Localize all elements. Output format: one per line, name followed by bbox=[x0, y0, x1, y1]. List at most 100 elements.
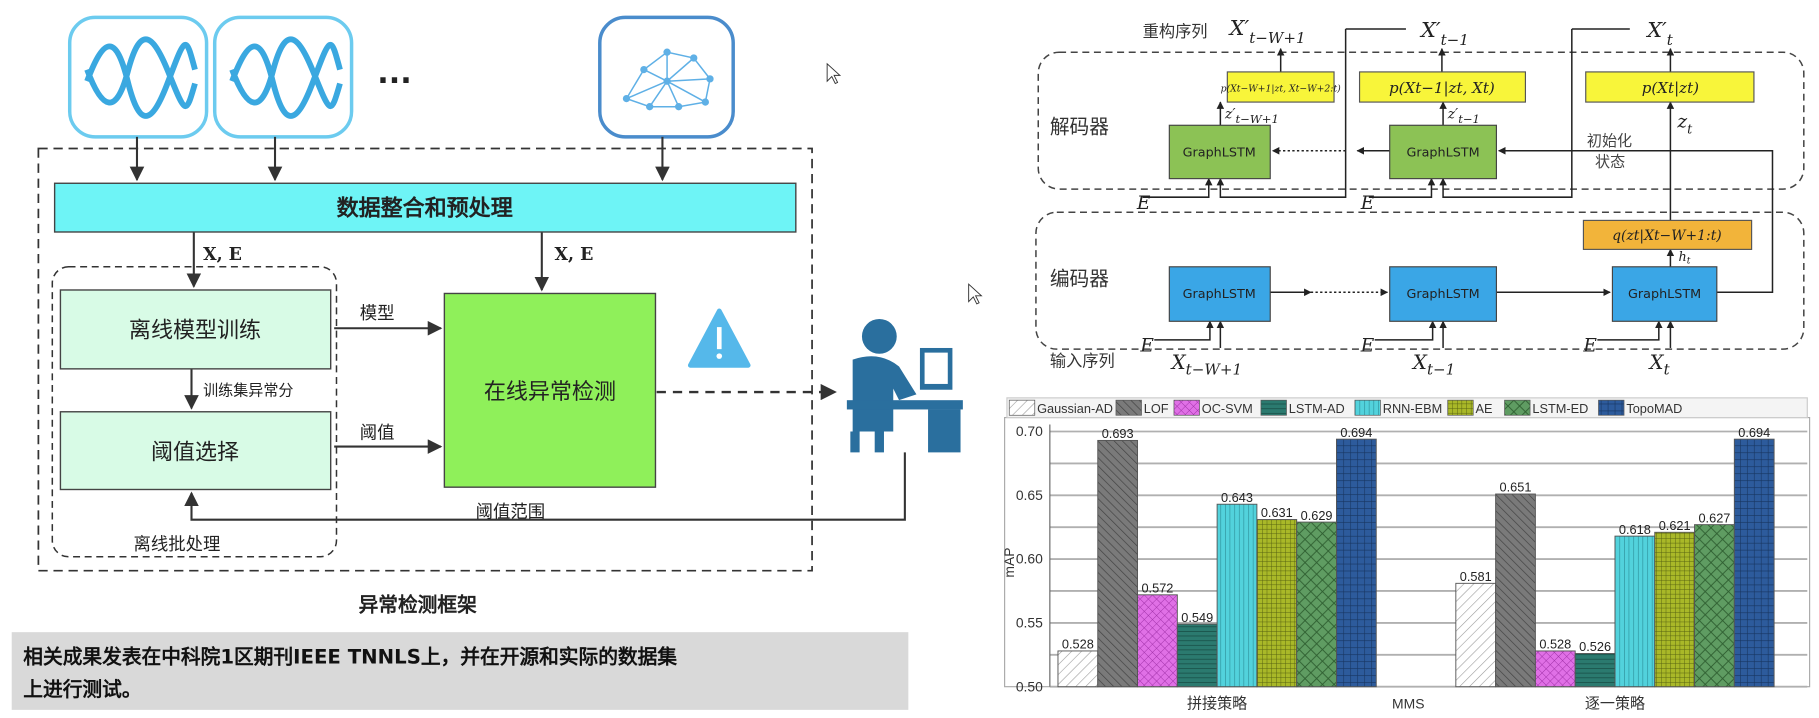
note-line-1: 相关成果发表在中科院1区期刊IEEE TNNLS上，并在开源和实际的数据集 bbox=[23, 645, 677, 668]
decoder-prob-box-3 bbox=[1585, 71, 1755, 103]
init-state-label-2: 状态 bbox=[1595, 153, 1625, 171]
legend-swatch bbox=[1173, 399, 1200, 416]
model-label: 模型 bbox=[360, 304, 395, 324]
bar-value-label: 0.549 bbox=[1181, 610, 1213, 625]
y-tick-label: 0.60 bbox=[1016, 551, 1043, 567]
x-tick-label: 拼接策略 bbox=[1187, 696, 1247, 713]
online-detection-label: 在线异常检测 bbox=[484, 380, 616, 405]
decoder-graphlstm-1: GraphLSTM bbox=[1168, 124, 1271, 180]
bar-oc-svm bbox=[1137, 594, 1178, 688]
decoder-prob-3: p(Xt|zt) bbox=[1642, 79, 1699, 97]
decoder-prob-box-2 bbox=[1358, 71, 1527, 103]
data-source-wave-1 bbox=[67, 15, 209, 139]
legend-label: LSTM-AD bbox=[1289, 401, 1345, 416]
bar-gaussian-ad bbox=[1057, 650, 1099, 688]
offline-training-label: 离线模型训练 bbox=[129, 319, 261, 344]
bar-value-label: 0.627 bbox=[1698, 510, 1730, 525]
offline-dashed-border bbox=[51, 266, 338, 558]
legend-swatch bbox=[1008, 399, 1036, 416]
bar-value-label: 0.629 bbox=[1301, 508, 1333, 523]
bar-value-label: 0.581 bbox=[1460, 569, 1492, 584]
preprocess-box bbox=[53, 182, 797, 233]
operator-icon bbox=[846, 318, 963, 453]
encoder-graphlstm-1: GraphLSTM bbox=[1168, 266, 1271, 322]
z-prime-1: z′t−W+1 bbox=[1224, 106, 1279, 126]
decoder-prob-box-1 bbox=[1226, 71, 1335, 103]
y-axis-label: mAP bbox=[1001, 547, 1017, 577]
waveform-icon bbox=[229, 36, 343, 119]
xe-label-left: X, E bbox=[203, 245, 242, 265]
bar-topomad bbox=[1733, 438, 1775, 688]
y-tick-label: 0.55 bbox=[1016, 615, 1043, 631]
svg-text:GraphLSTM: GraphLSTM bbox=[1183, 146, 1256, 161]
bar-rnn-ebm bbox=[1216, 503, 1258, 688]
z-t: zt bbox=[1676, 112, 1693, 138]
svg-text:GraphLSTM: GraphLSTM bbox=[1407, 287, 1480, 302]
data-source-network bbox=[598, 15, 735, 139]
offline-training-box bbox=[59, 289, 332, 370]
legend-swatch bbox=[1598, 399, 1625, 416]
legend-swatch bbox=[1504, 399, 1531, 416]
legend-label: TopoMAD bbox=[1626, 401, 1682, 416]
legend-label: AE bbox=[1476, 401, 1493, 416]
bar-value-label: 0.694 bbox=[1340, 425, 1372, 440]
output-x-2: X′t−1 bbox=[1419, 18, 1469, 49]
decoder-prob-1: p(Xt−W+1|zt, Xt−W+2:t) bbox=[1221, 84, 1342, 95]
bar-rnn-ebm bbox=[1614, 535, 1656, 688]
legend-swatch bbox=[1115, 399, 1142, 416]
init-state-label-1: 初始化 bbox=[1587, 132, 1632, 150]
feedback-line bbox=[184, 452, 906, 521]
legend-swatch bbox=[1354, 399, 1381, 416]
encoder-label: 编码器 bbox=[1050, 267, 1109, 290]
bar-lstm-ed bbox=[1296, 521, 1337, 688]
x-axis-label: MMS bbox=[1392, 696, 1424, 712]
encoder-q: q(zt|Xt−W+1:t) bbox=[1612, 228, 1722, 244]
legend-label: Gaussian-AD bbox=[1037, 401, 1113, 416]
mouse-cursor-icon bbox=[968, 283, 983, 305]
encoder-q-box bbox=[1582, 219, 1753, 250]
bar-lstm-ad bbox=[1574, 653, 1616, 688]
decoder-dashed-border bbox=[1037, 51, 1805, 190]
preprocess-label: 数据整合和预处理 bbox=[337, 196, 513, 222]
y-tick-label: 0.70 bbox=[1016, 423, 1043, 439]
threshold-select-label: 阈值选择 bbox=[151, 440, 239, 465]
bar-lstm-ad bbox=[1176, 623, 1218, 688]
bar-lstm-ed bbox=[1694, 524, 1735, 688]
waveform-icon bbox=[84, 36, 198, 119]
framework-title: 异常检测框架 bbox=[359, 593, 478, 616]
bar-value-label: 0.631 bbox=[1261, 505, 1293, 520]
encoder-graphlstm-2: GraphLSTM bbox=[1389, 266, 1498, 322]
offline-batch-label: 离线批处理 bbox=[134, 535, 221, 555]
bar-gaussian-ad bbox=[1455, 582, 1497, 688]
input-x-2: Xt−1 bbox=[1411, 351, 1455, 379]
sources-ellipsis: ··· bbox=[377, 63, 411, 98]
bar-value-label: 0.651 bbox=[1500, 480, 1532, 495]
bar-value-label: 0.572 bbox=[1141, 580, 1173, 595]
svg-text:GraphLSTM: GraphLSTM bbox=[1407, 146, 1480, 161]
note-line-2: 上进行测试。 bbox=[23, 678, 141, 701]
legend-label: LSTM-ED bbox=[1532, 401, 1588, 416]
note-box bbox=[11, 632, 909, 710]
bar-ae bbox=[1256, 519, 1298, 688]
warning-icon bbox=[687, 308, 751, 368]
svg-text:GraphLSTM: GraphLSTM bbox=[1628, 287, 1701, 302]
x-tick-label: 逐一策略 bbox=[1585, 696, 1645, 713]
bar-value-label: 0.526 bbox=[1579, 639, 1611, 654]
input-seq-label: 输入序列 bbox=[1050, 352, 1115, 371]
bar-value-label: 0.618 bbox=[1619, 522, 1651, 537]
threshold-label: 阈值 bbox=[360, 423, 395, 443]
bar-ae bbox=[1654, 531, 1696, 688]
legend-label: OC-SVM bbox=[1202, 401, 1253, 416]
legend-label: LOF bbox=[1144, 401, 1169, 416]
threshold-select-box bbox=[59, 411, 332, 491]
bar-lof bbox=[1495, 493, 1536, 688]
e-label: E bbox=[1136, 193, 1151, 214]
svg-text:GraphLSTM: GraphLSTM bbox=[1183, 287, 1256, 302]
bar-oc-svm bbox=[1534, 650, 1576, 688]
bar-value-label: 0.528 bbox=[1062, 637, 1094, 652]
bar-topomad bbox=[1336, 438, 1377, 688]
bar-value-label: 0.643 bbox=[1221, 490, 1253, 505]
input-x-1: Xt−W+1 bbox=[1170, 351, 1242, 379]
bar-value-label: 0.621 bbox=[1659, 518, 1691, 533]
